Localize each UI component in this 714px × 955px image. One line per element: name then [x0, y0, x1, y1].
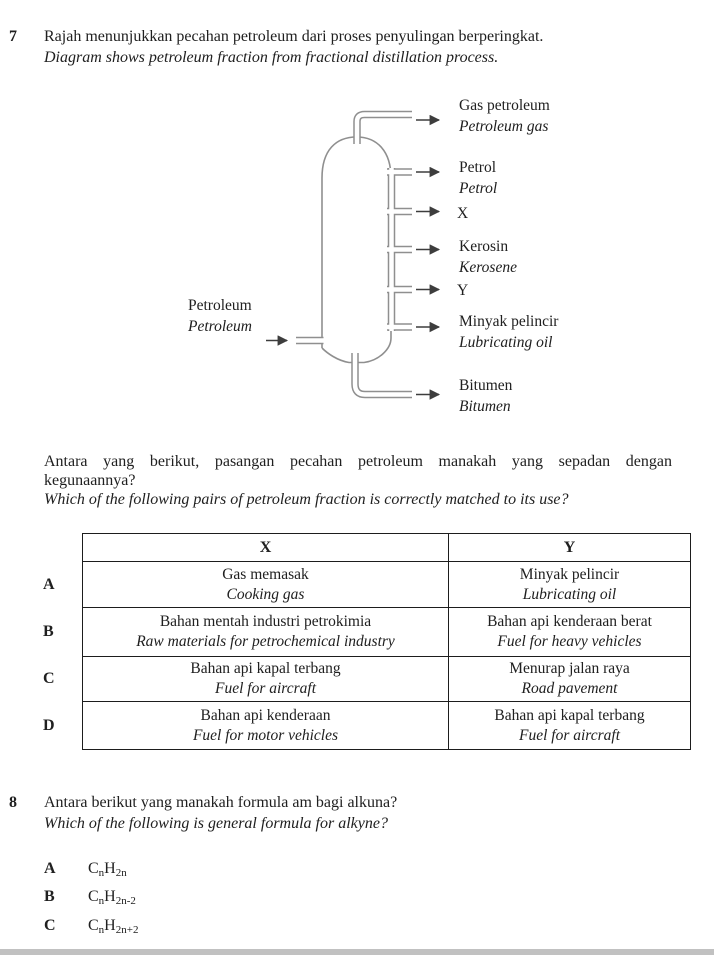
table-header-x: X: [82, 533, 449, 562]
label-fraction-x: X: [457, 205, 469, 222]
cell-d-y: Bahan api kapal terbang Fuel for aircraf…: [448, 701, 691, 750]
table-row: Bahan api kapal terbang Fuel for aircraf…: [82, 656, 691, 702]
q8-number: 8: [9, 794, 17, 811]
pipe-top-gas: [353, 110, 412, 144]
q8-option-formula-b: CnH2n-2: [88, 888, 136, 907]
q8-option-letter-c: C: [44, 917, 56, 934]
label-fraction-petrol: Petrol Petrol: [459, 159, 498, 197]
table-header-row: X Y: [82, 533, 691, 562]
table-row: Bahan mentah industri petrokimia Raw mat…: [82, 607, 691, 657]
q7-options-table: X Y Gas memasak Cooking gas Minyak pelin…: [82, 533, 691, 750]
q8-option-letter-b: B: [44, 888, 55, 905]
label-fraction-gas: Gas petroleum Petroleum gas: [459, 97, 550, 135]
q8-prompt-en: Which of the following is general formul…: [44, 815, 388, 832]
table-header-y: Y: [448, 533, 691, 562]
table-option-letter-a: A: [43, 576, 55, 593]
cell-b-y: Bahan api kenderaan berat Fuel for heavy…: [448, 607, 691, 657]
fractional-distillation-diagram: [266, 110, 441, 400]
label-fraction-lubricating: Minyak pelincir Lubricating oil: [459, 313, 559, 351]
q8-option-letter-a: A: [44, 860, 56, 877]
q8-option-formula-a: CnH2n: [88, 860, 127, 879]
cell-d-x: Bahan api kenderaan Fuel for motor vehic…: [82, 701, 449, 750]
cell-b-x: Bahan mentah industri petrokimia Raw mat…: [82, 607, 449, 657]
label-fraction-bitumen: Bitumen Bitumen: [459, 377, 513, 415]
cell-a-x: Gas memasak Cooking gas: [82, 561, 449, 608]
q7-question-ms-line1: Antara yang berikut, pasangan pecahan pe…: [44, 453, 672, 470]
q7-prompt-en: Diagram shows petroleum fraction from fr…: [44, 49, 499, 66]
label-fraction-kerosene: Kerosin Kerosene: [459, 238, 517, 276]
pipe-bottom-bitumen: [351, 353, 412, 399]
cell-c-y: Menurap jalan raya Road pavement: [448, 656, 691, 702]
column-vessel-outline: [321, 136, 392, 364]
label-fraction-y: Y: [457, 282, 469, 299]
pipes-outer: [296, 110, 412, 399]
cell-c-x: Bahan api kapal terbang Fuel for aircraf…: [82, 656, 449, 702]
q8-option-formula-c: CnH2n+2: [88, 917, 139, 936]
q7-question-en: Which of the following pairs of petroleu…: [44, 491, 569, 508]
table-row: Bahan api kenderaan Fuel for motor vehic…: [82, 701, 691, 750]
table-option-letter-d: D: [43, 717, 55, 734]
pipes-core: [296, 112, 412, 397]
table-row: Gas memasak Cooking gas Minyak pelincir …: [82, 561, 691, 608]
q7-question-ms-line2: kegunaannya?: [44, 472, 136, 489]
label-feed: Petroleum Petroleum: [188, 297, 252, 335]
flow-arrows: [266, 114, 441, 400]
q7-number: 7: [9, 28, 17, 45]
cell-a-y: Minyak pelincir Lubricating oil: [448, 561, 691, 608]
table-option-letter-b: B: [43, 623, 54, 640]
q7-prompt-ms: Rajah menunjukkan pecahan petroleum dari…: [44, 28, 544, 45]
table-option-letter-c: C: [43, 670, 55, 687]
q8-prompt-ms: Antara berikut yang manakah formula am b…: [44, 794, 398, 811]
page-bottom-edge: [0, 949, 714, 955]
